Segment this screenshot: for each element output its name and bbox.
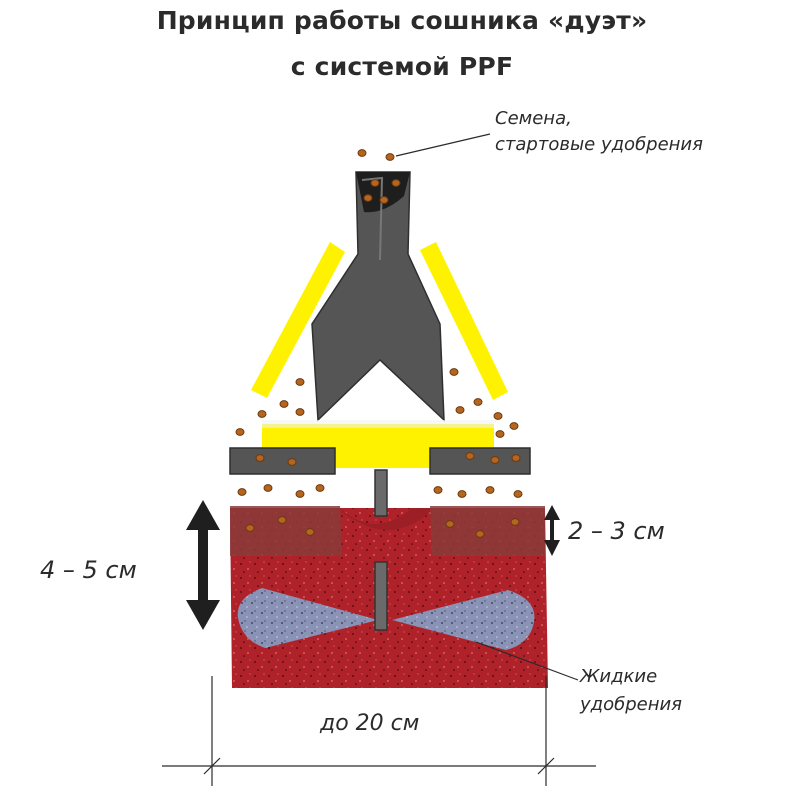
depth-arrow-fertilizer	[186, 500, 220, 630]
seed-depth-label: 2 – 3 см	[568, 517, 665, 545]
seed-tube	[311, 171, 445, 422]
side-bar-left	[229, 447, 336, 475]
yellow-plate-left	[251, 242, 345, 398]
width-dimension	[162, 676, 596, 786]
seed-layer-left	[230, 506, 342, 556]
rod-upper	[374, 469, 388, 517]
seed-layer-right	[430, 506, 545, 556]
width-label: до 20 см	[319, 711, 419, 736]
liquid-fertilizer-label-line-2: удобрения	[579, 694, 682, 715]
seeds	[235, 149, 523, 538]
liquid-fertilizer-zones	[237, 588, 535, 650]
rod-lower	[374, 561, 388, 631]
title-line-1: Принцип работы сошника «дуэт»	[156, 6, 648, 35]
seeds-leader-line	[395, 133, 491, 157]
fertilizer-depth-label: 4 – 5 см	[40, 556, 137, 584]
seeds-label-line-1: Семена,	[495, 108, 572, 129]
title-line-2: с системой PPF	[290, 52, 514, 81]
yellow-plate-right	[420, 242, 508, 400]
depth-arrow-seed	[544, 505, 560, 556]
fertilizer-leader-line	[475, 641, 579, 681]
soil-block	[230, 506, 548, 688]
liquid-fertilizer-label-line-1: Жидкие	[579, 666, 657, 687]
seeds-label-line-2: стартовые удобрения	[495, 134, 703, 155]
